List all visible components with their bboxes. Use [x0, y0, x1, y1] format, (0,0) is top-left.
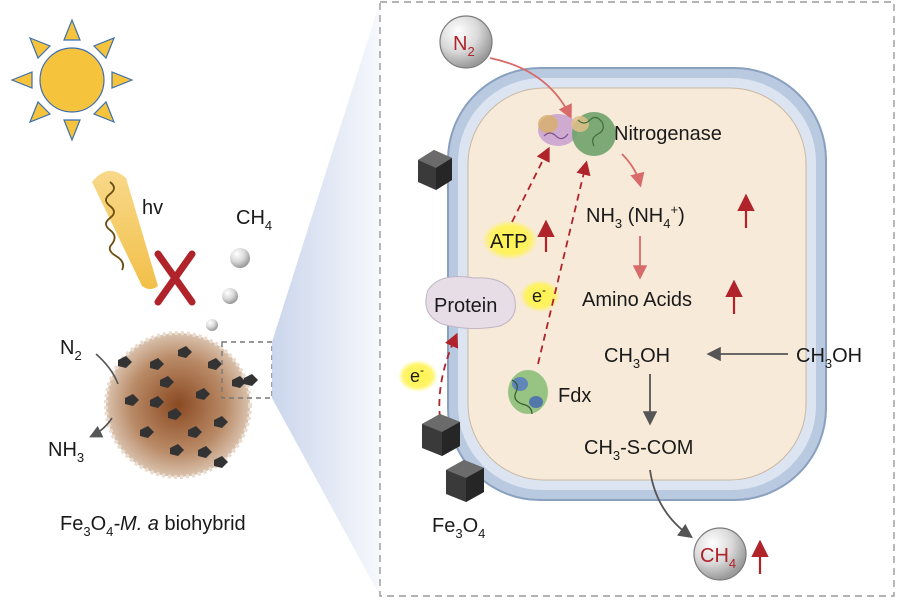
electron-label-2: e-	[410, 363, 424, 386]
ch3oh-internal-label: CH3OH	[604, 345, 670, 371]
ch4-bubble-3	[206, 319, 218, 331]
sun-icon	[10, 18, 134, 142]
n2-ball-label: N2	[453, 33, 475, 59]
nitrogenase-protein-icon	[538, 112, 616, 156]
zoom-selection-box	[221, 341, 273, 399]
electron-label-1: e-	[532, 283, 546, 306]
n2-in-arrow	[95, 353, 119, 385]
ch3oh-external-label: CH3OH	[796, 345, 862, 371]
amino-acids-label: Amino Acids	[582, 289, 692, 311]
nh3-label: NH3	[48, 439, 84, 465]
n2-ball	[439, 15, 493, 69]
fdx-label: Fdx	[558, 385, 591, 407]
fe3o4-cube-3	[446, 460, 484, 502]
fe3o4-cubes	[418, 150, 484, 502]
n2-uptake-arrow	[489, 57, 572, 120]
zoom-beam	[272, 2, 380, 596]
electron-highlight-1	[520, 280, 560, 312]
biohybrid-caption: Fe3O4-M. a biohybrid	[60, 513, 246, 539]
nh3-nh4-label: NH3 (NH4+)	[586, 202, 685, 231]
ch4-ball	[693, 527, 747, 581]
ch4-ball-label: CH4	[700, 545, 736, 571]
hv-label: hv	[142, 197, 163, 219]
blocked-x-icon	[154, 250, 196, 306]
fe3o4-nanoparticles	[118, 346, 258, 468]
protein-label: Protein	[434, 295, 497, 317]
n2-label: N2	[60, 337, 82, 363]
fe3o4-label: Fe3O4	[432, 515, 485, 541]
light-beam-icon	[92, 170, 158, 289]
biohybrid-particle	[104, 331, 258, 479]
ch4-bubble-2	[222, 288, 238, 304]
nh3-out-arrow	[89, 417, 113, 438]
ch4-label: CH4	[236, 207, 272, 233]
fdx-to-nitrogenase-arrow	[537, 160, 591, 365]
protein-blob	[425, 276, 516, 330]
atp-highlight	[482, 220, 538, 260]
atp-label: ATP	[490, 231, 527, 253]
fe3o4-cube-1	[418, 150, 452, 190]
nitrogenase-to-nh3-arrow	[621, 153, 645, 188]
nitrogenase-label: Nitrogenase	[614, 123, 722, 145]
atp-to-nitrogenase-arrow	[511, 146, 550, 223]
fdx-protein-icon	[508, 370, 548, 415]
fe3o4-cube-2	[422, 414, 460, 456]
ch3scom-to-ch4-arrow	[649, 469, 693, 539]
ch3scom-label: CH3-S-COM	[584, 437, 693, 463]
fe3o4-to-protein-arrow	[438, 332, 459, 419]
electron-highlight-2	[398, 360, 438, 392]
ch4-bubble-1	[230, 248, 250, 268]
